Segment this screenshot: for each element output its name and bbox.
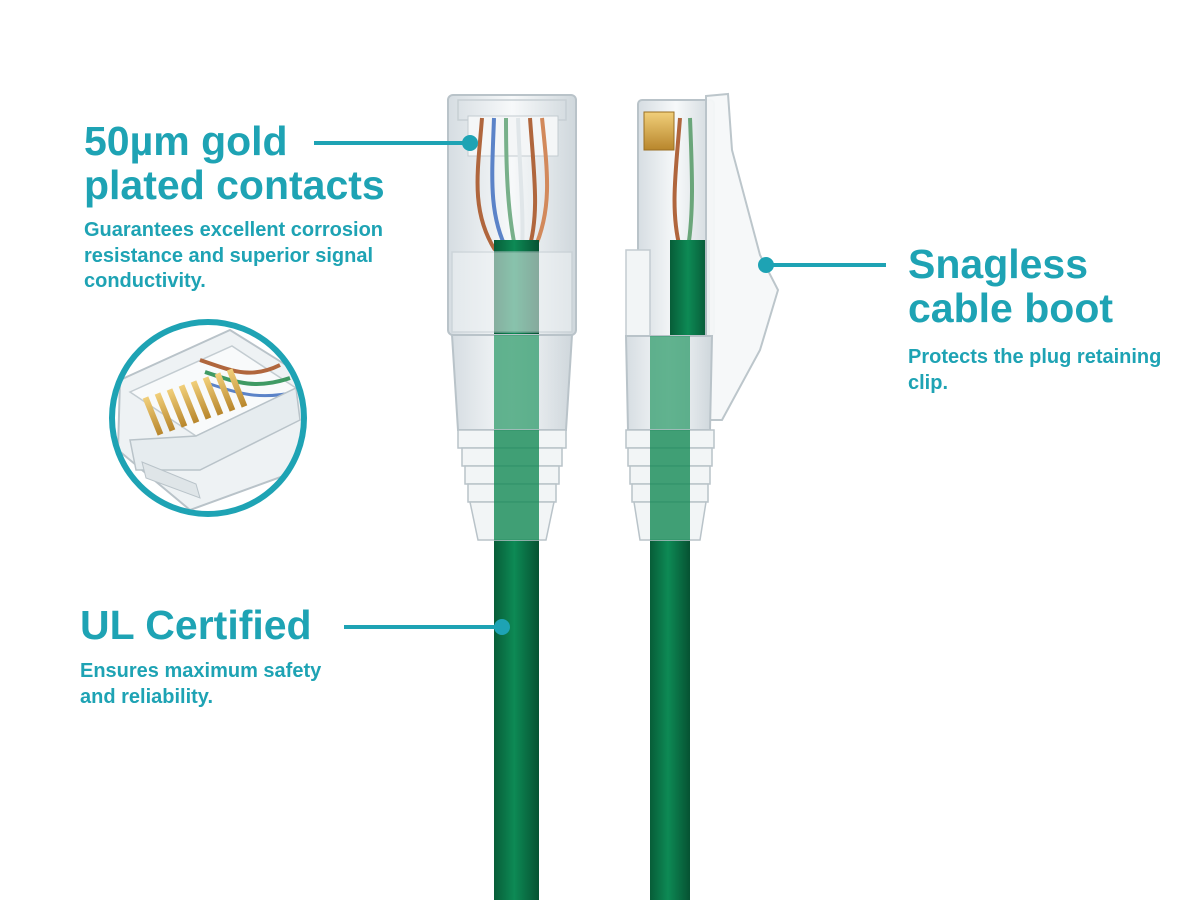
contacts-title-line1: 50µm gold (84, 118, 288, 164)
certified-leader-line (344, 619, 510, 635)
boot-description: Protects the plug retaining clip. (908, 346, 1162, 394)
left-cable (494, 520, 539, 900)
contacts-title-line2: plated contacts (84, 162, 385, 208)
snagless-clip (705, 92, 780, 421)
left-boot-ribs (457, 429, 567, 541)
gold-contact (643, 111, 675, 151)
contacts-description: Guarantees excellent corrosion resistanc… (84, 219, 384, 293)
wire-bundle (475, 117, 550, 253)
contacts-callout: 50µm gold plated contacts Guarantees exc… (84, 121, 414, 295)
rj45-plug-front-icon (447, 94, 577, 900)
boot-callout: Snagless cable boot Protects the plug re… (908, 244, 1188, 396)
right-cable (650, 520, 690, 900)
right-boot-ribs (625, 429, 715, 541)
certified-description: Ensures maximum safety and reliability. (80, 660, 322, 708)
boot-leader-line (758, 257, 886, 273)
certified-callout: UL Certified Ensures maximum safety and … (80, 605, 340, 710)
gold-pin-row (142, 368, 248, 436)
rj45-plug-side-icon (624, 92, 780, 900)
certified-title: UL Certified (80, 602, 312, 648)
gold-contacts-closeup-icon (109, 319, 307, 517)
boot-title-line2: cable boot (908, 285, 1114, 331)
contacts-leader-line (314, 135, 478, 151)
boot-title-line1: Snagless (908, 241, 1089, 287)
